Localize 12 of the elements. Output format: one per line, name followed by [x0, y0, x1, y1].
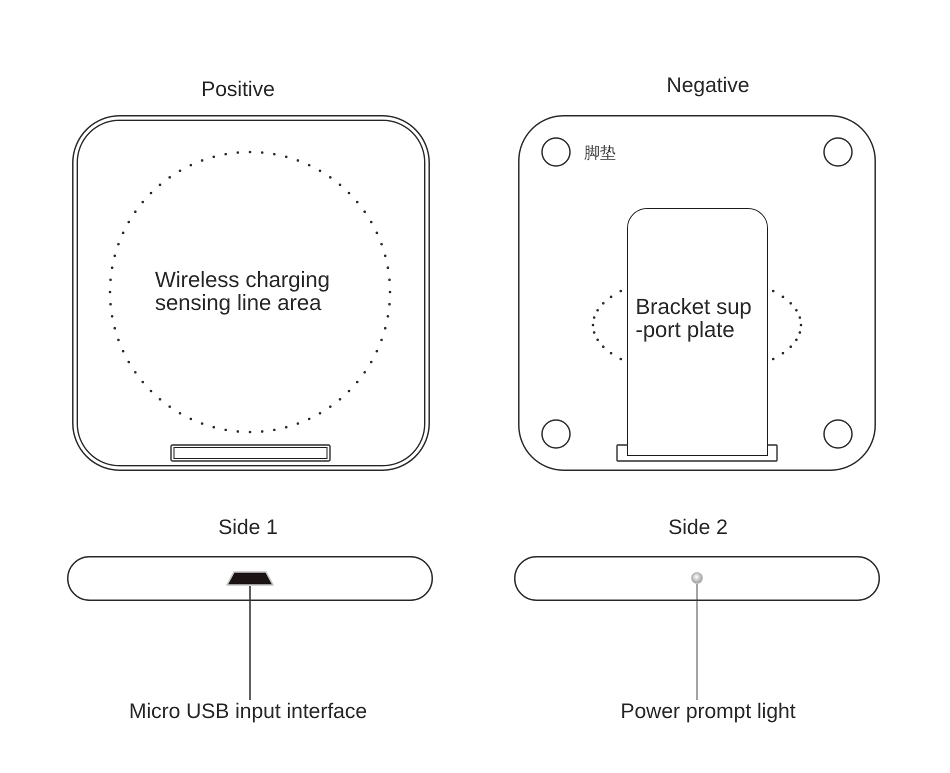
plate-label: Bracket sup -port plate [636, 296, 753, 341]
part-label: 脚垫 [584, 144, 616, 162]
view-title: Side 1 [218, 516, 278, 540]
view-title: Positive [201, 78, 275, 102]
leader-line [249, 586, 251, 700]
view-title: Side 2 [668, 516, 728, 540]
area-label: Wireless charging sensing line area [155, 269, 331, 314]
view-title: Negative [666, 74, 750, 98]
leader-line [696, 584, 698, 700]
callout-label: Micro USB input interface [128, 700, 368, 724]
support-plate [627, 208, 768, 456]
callout-label: Power prompt light [620, 700, 796, 724]
